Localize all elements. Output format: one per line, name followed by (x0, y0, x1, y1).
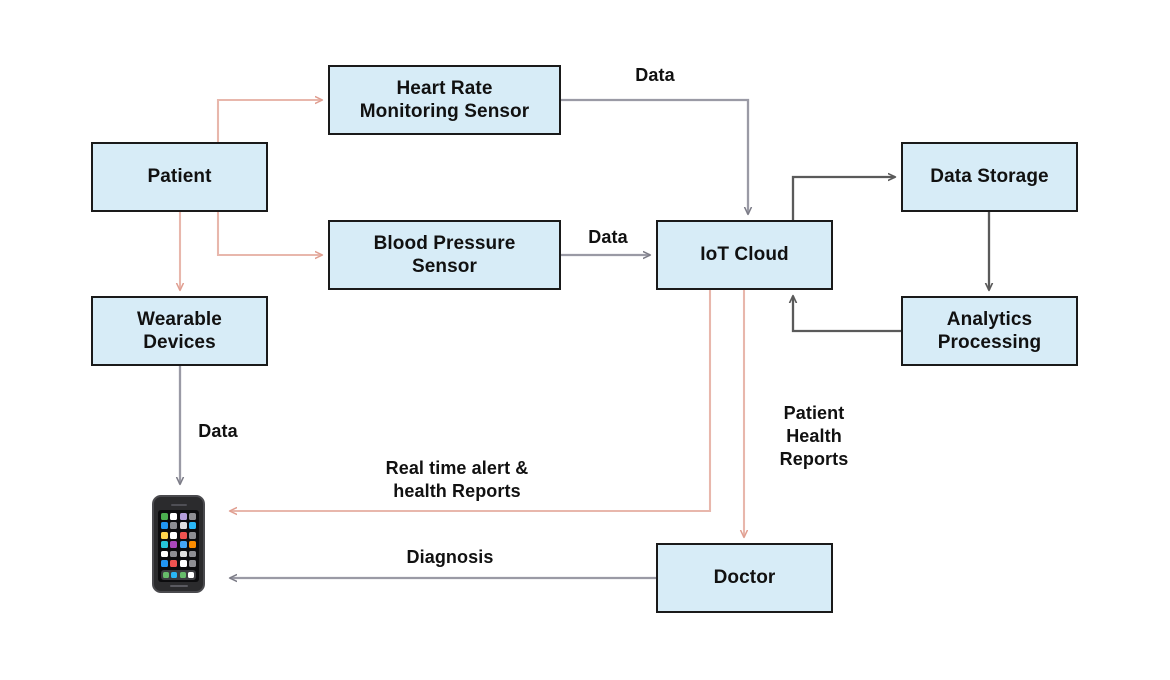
phone-dock-icon-1[interactable] (163, 572, 169, 578)
node-doctor[interactable]: Doctor (656, 543, 833, 613)
node-wearable-devices[interactable]: Wearable Devices (91, 296, 268, 366)
phone-speaker-notch (170, 504, 187, 506)
phone-app-icon-19[interactable] (179, 550, 187, 558)
phone-dock-icon-2[interactable] (171, 572, 178, 578)
phone-app-icon-16[interactable] (189, 541, 197, 549)
phone-app-icon-4[interactable] (189, 513, 197, 520)
edge-label-data-wearable-to-smartphone: Data (198, 421, 238, 441)
node-blood-pressure-sensor[interactable]: Blood Pressure Sensor (328, 220, 561, 290)
node-data-storage[interactable]: Data Storage (901, 142, 1078, 212)
phone-dock-icon-3[interactable] (179, 572, 186, 578)
node-patient[interactable]: Patient (91, 142, 268, 212)
phone-screen (158, 510, 199, 582)
phone-app-icon-17[interactable] (161, 550, 168, 558)
phone-app-icon-5[interactable] (161, 522, 168, 530)
phone-app-icon-6[interactable] (170, 522, 178, 530)
phone-app-grid (161, 513, 197, 567)
phone-app-icon-7[interactable] (179, 522, 187, 530)
phone-app-icon-11[interactable] (179, 531, 187, 539)
edge-label-data-heartrate-to-cloud: Data (635, 65, 675, 85)
edge-patient-to-blood-pressure (216, 212, 322, 255)
phone-app-icon-12[interactable] (189, 531, 197, 539)
phone-app-icon-22[interactable] (170, 560, 178, 567)
phone-app-icon-21[interactable] (161, 560, 168, 567)
phone-dock (161, 570, 196, 580)
smartphone-icon[interactable] (152, 495, 205, 593)
node-iot-cloud[interactable]: IoT Cloud (656, 220, 833, 290)
phone-app-icon-20[interactable] (189, 550, 197, 558)
edge-analytics-to-iot-cloud (793, 296, 901, 333)
edge-label-data-bloodpressure-to-cloud: Data (588, 227, 628, 247)
node-analytics-processing[interactable]: Analytics Processing (901, 296, 1078, 366)
phone-app-icon-9[interactable] (161, 531, 168, 539)
node-heart-rate-monitoring-sensor[interactable]: Heart Rate Monitoring Sensor (328, 65, 561, 135)
phone-app-icon-3[interactable] (179, 513, 187, 520)
edge-iot-cloud-to-smartphone (230, 290, 712, 511)
phone-app-icon-1[interactable] (161, 513, 168, 520)
phone-app-icon-13[interactable] (161, 541, 168, 549)
edge-heart-rate-to-iot-cloud (561, 98, 748, 214)
phone-home-indicator (169, 585, 188, 587)
edge-label-diagnosis: Diagnosis (406, 547, 494, 567)
phone-app-icon-2[interactable] (170, 513, 178, 520)
phone-app-icon-14[interactable] (170, 541, 178, 549)
phone-app-icon-15[interactable] (179, 541, 187, 549)
edge-label-real-time-alert-and-health-reports: Real time alert & health Reports (385, 458, 529, 502)
phone-app-icon-8[interactable] (189, 522, 197, 530)
edge-label-patient-health-reports: Patient Health Reports (779, 403, 849, 470)
phone-app-icon-18[interactable] (170, 550, 178, 558)
phone-app-icon-24[interactable] (189, 560, 197, 567)
phone-app-icon-23[interactable] (179, 560, 187, 567)
phone-app-icon-10[interactable] (170, 531, 178, 539)
phone-dock-icon-4[interactable] (188, 572, 195, 578)
edge-patient-to-heart-rate (216, 100, 322, 142)
edge-iot-cloud-to-data-storage (791, 177, 895, 220)
